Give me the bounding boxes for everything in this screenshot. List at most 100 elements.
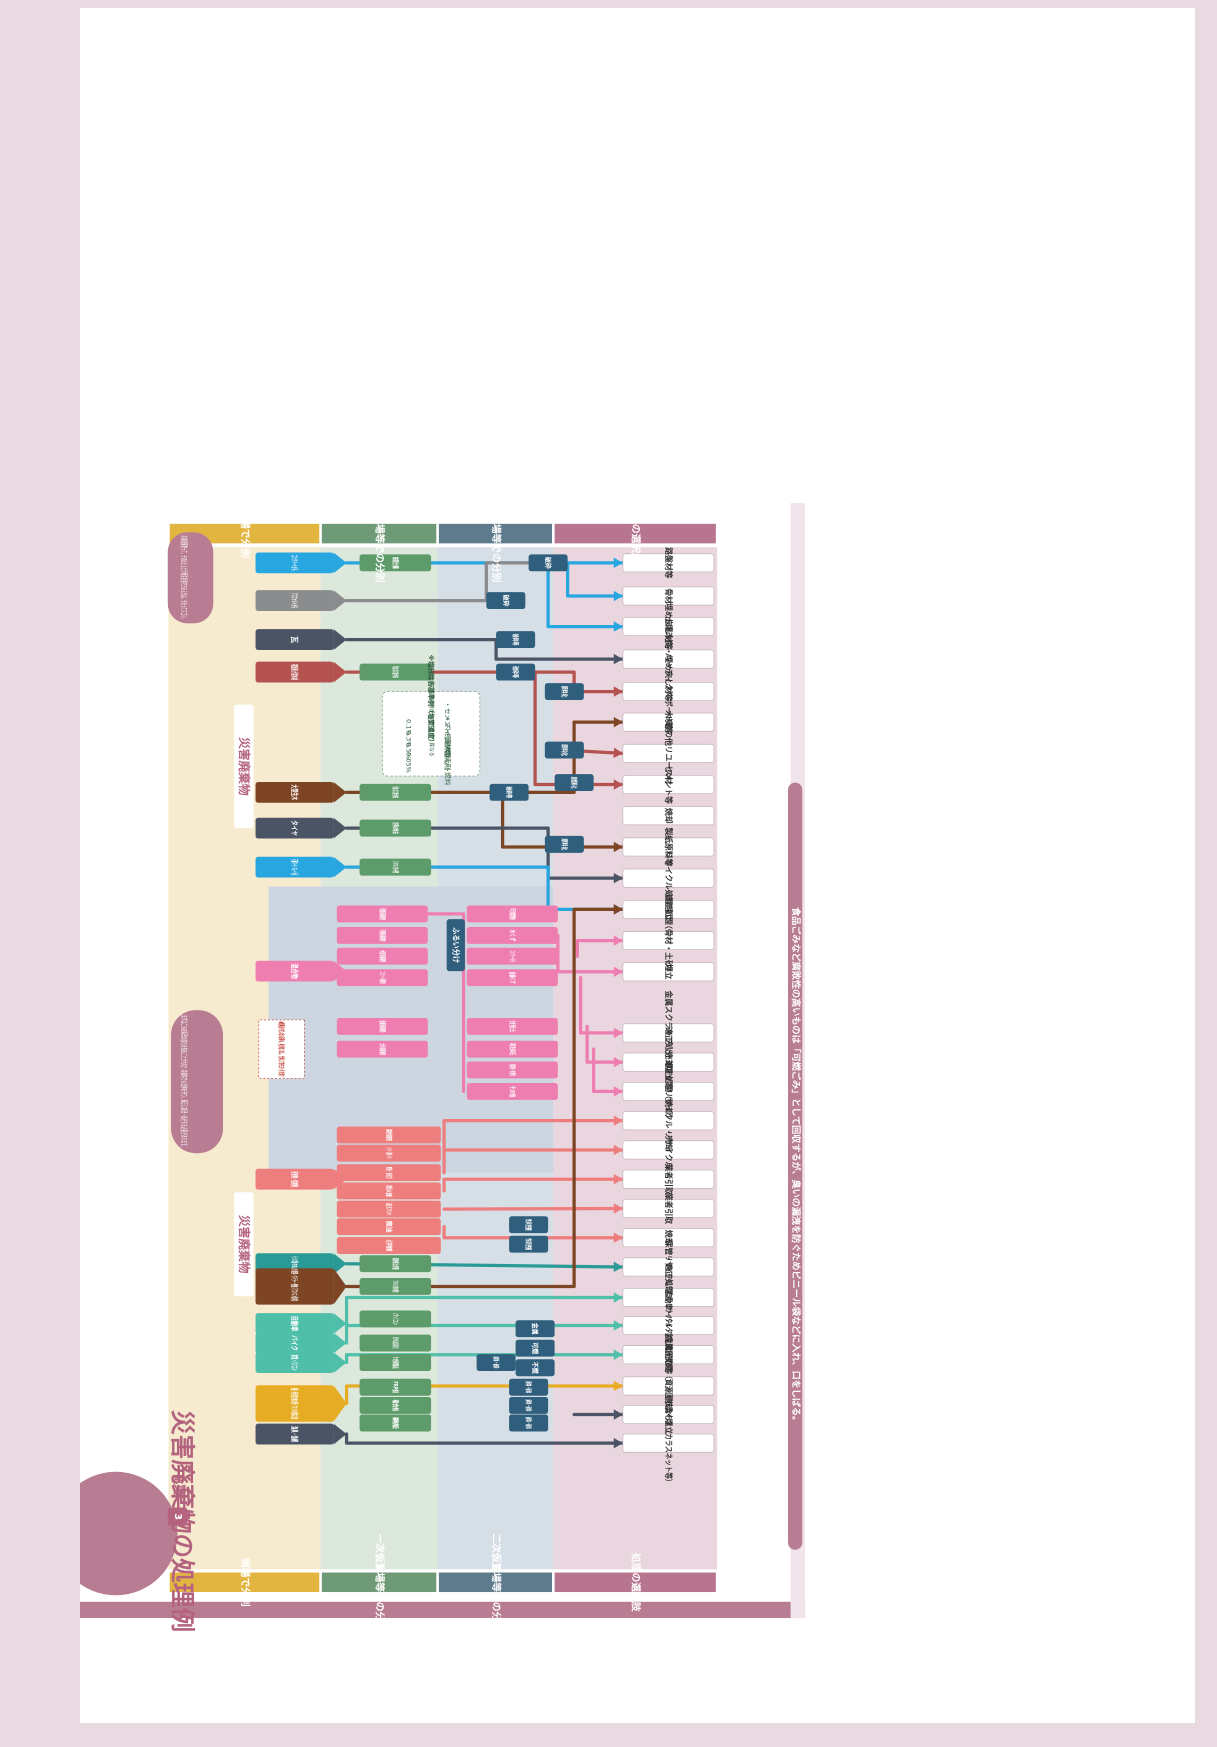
primary-p9-label: 家電リサイクル法対象品目（基本的に全て） <box>391 1337 400 1349</box>
arrow-head <box>613 686 623 697</box>
source-tip <box>333 817 347 839</box>
output-o4 <box>622 649 715 669</box>
valuables-note: ●貴重品や思い出の品等は、極力取り出し、分別して持ち主へ引き渡す <box>278 1022 287 1077</box>
arrow-head <box>613 966 623 977</box>
flow-line <box>442 1119 625 1155</box>
arrow-head <box>613 1380 623 1392</box>
mixed-secondary-item-label: 木くず <box>508 929 517 942</box>
source-s5-label: 大型生木 <box>290 785 299 801</box>
mixed-secondary-item <box>466 947 558 965</box>
stage-header-bottom-2 <box>321 1572 437 1593</box>
secondary-c7-label: 原料化 <box>560 744 569 756</box>
flow-line <box>344 670 625 694</box>
arrow-head <box>613 1115 623 1126</box>
source-s11-label: 煙突・ボイラー・船舶（アスベスト部材） <box>290 1271 299 1302</box>
output-o17 <box>622 1081 715 1101</box>
arrow-head <box>613 1292 623 1303</box>
output-o1-label: 路盤材等 <box>664 547 674 578</box>
source-s16 <box>255 1423 334 1445</box>
output-o6 <box>622 712 715 732</box>
output-o4-label: 土壌改良・埋め戻し材等 <box>664 617 674 702</box>
secondary-c6 <box>544 683 584 701</box>
secondary-c8 <box>554 774 594 792</box>
source-tip <box>333 1268 347 1305</box>
primary-p13 <box>359 1414 432 1432</box>
source-s16-label: 漁具・漁網 <box>290 1426 299 1442</box>
secondary-c2-label: 破砕 <box>502 595 511 607</box>
secondary-c4-label: 破砕等 <box>512 666 521 678</box>
section-number-label: 3 <box>172 1513 183 1520</box>
source-s15 <box>255 1385 334 1422</box>
source-s8 <box>255 960 334 982</box>
source-s2-label: アスファルトがら <box>290 593 299 609</box>
output-o22 <box>622 1228 715 1248</box>
mixed-secondary-item <box>466 969 558 987</box>
mixed-secondary-item-label: 可燃物 <box>508 908 517 920</box>
secondary-c11-label: 性状把握 <box>525 1238 534 1250</box>
output-o9 <box>622 806 715 826</box>
primary-p3-label: 用途に応じ塩分除去 <box>391 786 400 798</box>
stage-header-label-top: 一次仮置場等での分別 <box>374 485 387 583</box>
salt-note-row-label: ・ペレット燃料 <box>443 740 452 786</box>
arrow-head <box>613 1437 623 1449</box>
secondary-c10 <box>509 1216 549 1234</box>
secondary-c13-label: 解体・破砕 <box>525 1381 534 1393</box>
arrow-head <box>613 1261 623 1273</box>
secondary-c9-label: 原料化 <box>560 839 569 851</box>
source-s1 <box>255 552 334 574</box>
mixed-primary-item-label: 可燃系廃棄物 <box>378 908 387 920</box>
stage-header-top-4 <box>554 523 716 544</box>
output-o11 <box>622 868 715 888</box>
primary-p7 <box>359 1278 432 1295</box>
primary-p7-label: アスベスト部材の密閉 <box>391 1281 400 1293</box>
mixed-secondary-item-label: コンクリートがら <box>508 950 517 962</box>
primary-p1 <box>359 554 432 572</box>
source-tip <box>333 590 347 611</box>
secondary-c1-label: 破砕 <box>544 557 553 569</box>
secondary-c12 <box>476 1354 516 1371</box>
arrow-head <box>613 841 623 853</box>
source-s10-label: トランス類（PCB入り） <box>290 1256 299 1272</box>
salt-note-row-value: 0.3% <box>404 731 412 748</box>
flow-line <box>344 637 625 661</box>
primary-p4-label: 泥等の除去 <box>391 822 400 834</box>
source-s4-label: 家屋系大型木材 <box>290 664 299 680</box>
hazard-item-label: 電池・蛍光灯 <box>385 1167 394 1179</box>
source-tip <box>333 1423 347 1445</box>
primary-p6-label: 漏洩防止措置 <box>391 1258 400 1270</box>
source-s1-label: コンクリートがら <box>290 555 299 571</box>
secondary-c1 <box>528 554 568 572</box>
source-s14-label: 家電・パソコン <box>290 1355 299 1371</box>
secondary-c14-label: 解体・破砕 <box>525 1400 534 1412</box>
arrow-head <box>613 872 623 884</box>
disaster-waste-flow-diagram: 現場で分別現場で分別一次仮置場等での分別一次仮置場等での分別二次仮置場等での分別… <box>80 8 1195 1723</box>
primary-p8-label: パソコン <box>391 1313 400 1325</box>
output-o2-label: 骨材 <box>664 588 674 604</box>
hazard-item-label: 化学物質 <box>385 1240 394 1252</box>
source-s3 <box>255 629 334 650</box>
flow-line <box>344 826 625 880</box>
output-o16 <box>622 1052 715 1072</box>
flow-line <box>344 1432 625 1445</box>
primary-p3 <box>359 783 432 801</box>
bottom-band <box>80 1601 805 1619</box>
primary-p5 <box>359 858 432 876</box>
output-o13-label: 埋立（骨材・土砂） <box>664 906 674 976</box>
source-s14 <box>255 1352 334 1373</box>
primary-p12-label: 複合船 <box>391 1399 400 1412</box>
arrow-head <box>613 1409 623 1420</box>
output-o26 <box>622 1345 715 1365</box>
mixed-secondary-item-label: 分別土 <box>508 1021 517 1033</box>
flow-line <box>578 976 625 1035</box>
mixed-secondary-item-label: その他 <box>508 1086 517 1098</box>
section-number <box>167 1507 188 1526</box>
output-o14-label: 埋立 <box>664 964 674 980</box>
primary-p1-label: 鉄筋分離 <box>391 557 400 569</box>
output-o28-label: 焼却・埋立 <box>664 1395 674 1434</box>
output-o5 <box>622 682 715 702</box>
source-tip <box>333 552 347 574</box>
output-o19-label: リサイクル <box>664 1131 674 1170</box>
secondary-c9 <box>544 835 584 853</box>
arrow-head <box>613 935 623 946</box>
